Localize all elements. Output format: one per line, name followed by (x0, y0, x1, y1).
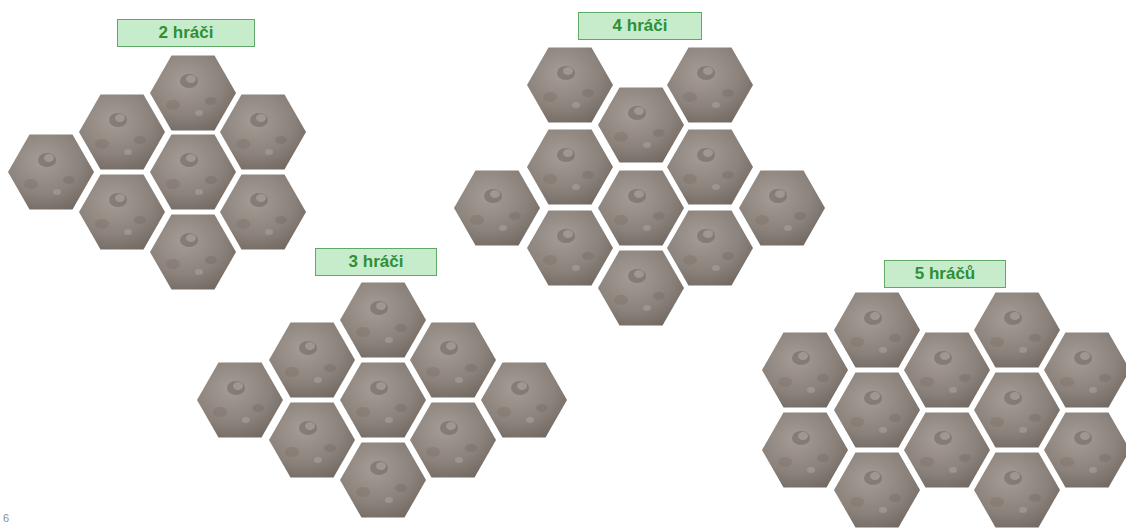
hex-tile (834, 293, 920, 368)
hex-tile (220, 175, 306, 250)
hex-tile (481, 363, 567, 438)
hex-tile (8, 135, 94, 210)
player-count-label: 4 hráči (578, 12, 702, 40)
hex-tile (527, 48, 613, 123)
hex-tile (834, 453, 920, 528)
page-number: 6 (3, 512, 9, 525)
hex-tile (739, 171, 825, 246)
hex-tile (150, 135, 236, 210)
hex-tile (598, 171, 684, 246)
hex-tile (667, 130, 753, 205)
hex-tile (410, 403, 496, 478)
hex-tile (340, 363, 426, 438)
hex-tile (269, 403, 355, 478)
player-count-label: 5 hráčů (884, 260, 1006, 288)
hex-tile (220, 95, 306, 170)
hex-tile (762, 413, 848, 488)
hex-tile (150, 56, 236, 131)
hex-tile (197, 363, 283, 438)
hex-tile (1044, 333, 1126, 408)
hex-tile (974, 453, 1060, 528)
hex-tile (598, 251, 684, 326)
player-count-text: 3 hráči (316, 249, 436, 275)
hex-tile (667, 48, 753, 123)
hex-tile (150, 215, 236, 290)
hex-tile (79, 95, 165, 170)
hex-tile (904, 413, 990, 488)
hex-tile (1044, 413, 1126, 488)
player-count-text: 2 hráči (118, 20, 254, 46)
hex-tile (527, 130, 613, 205)
player-count-text: 4 hráči (579, 13, 701, 39)
player-count-label: 2 hráči (117, 19, 255, 47)
hex-tile (762, 333, 848, 408)
hex-tile (667, 211, 753, 286)
hex-tile (269, 323, 355, 398)
hex-tile (974, 293, 1060, 368)
hex-tile (340, 283, 426, 358)
hex-tile (79, 175, 165, 250)
hex-tile (527, 211, 613, 286)
hex-tile (834, 373, 920, 448)
hex-tile (454, 171, 540, 246)
player-count-text: 5 hráčů (885, 261, 1005, 287)
hex-tile (598, 88, 684, 163)
hex-tile (974, 373, 1060, 448)
hex-tile (410, 323, 496, 398)
player-count-label: 3 hráči (315, 248, 437, 276)
hex-tile (904, 333, 990, 408)
hex-tile (340, 443, 426, 518)
